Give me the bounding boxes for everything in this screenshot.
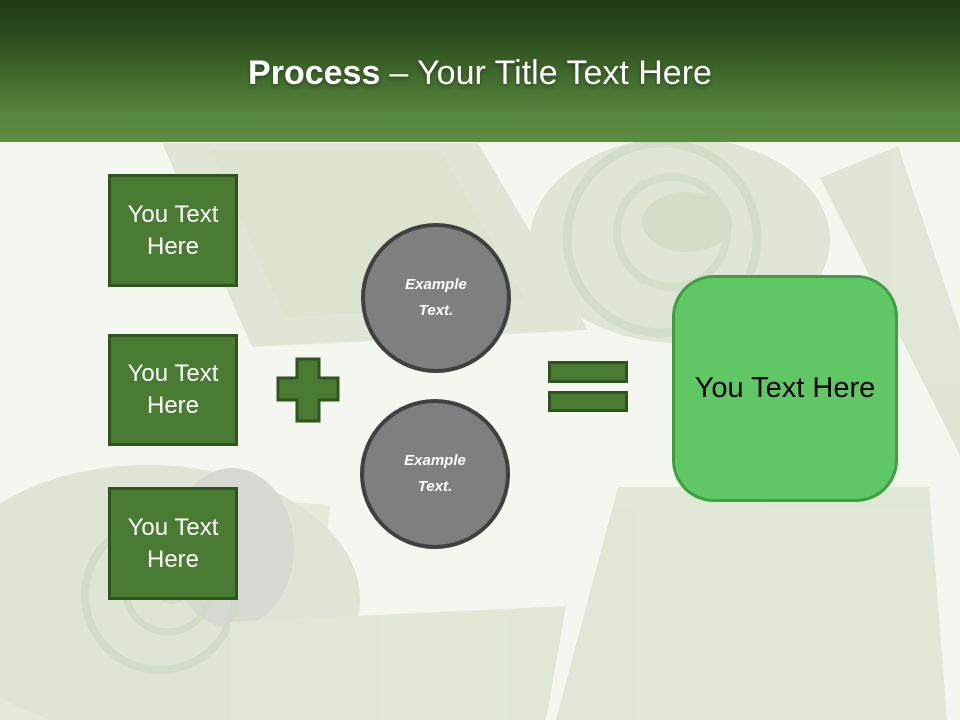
input-box-2-label: You Text Here bbox=[127, 360, 219, 419]
example-circle-1-label: Example Text. bbox=[405, 275, 467, 319]
input-box-1-label: You Text Here bbox=[127, 200, 219, 260]
input-box-3-label: You Text Here bbox=[127, 513, 219, 573]
page-title-emphasis: Process bbox=[248, 53, 381, 92]
equals-bottom-bar bbox=[548, 391, 628, 412]
turf-path-bottom-right bbox=[556, 487, 947, 720]
result-box-label: You Text Here bbox=[694, 372, 876, 404]
input-box-3: You Text Here bbox=[108, 487, 238, 600]
example-circle-2: Example Text. bbox=[360, 399, 510, 549]
title-bar: Process– Your Title Text Here bbox=[0, 0, 960, 142]
input-box-1: You Text Here bbox=[108, 174, 238, 287]
input-box-2: You Text Here bbox=[108, 334, 238, 446]
example-circle-1: Example Text. bbox=[361, 223, 511, 373]
result-box: You Text Here bbox=[672, 275, 898, 502]
page-title: Process– Your Title Text Here bbox=[248, 50, 712, 93]
plus-icon bbox=[276, 357, 340, 423]
equals-top-bar bbox=[548, 361, 628, 383]
example-circle-2-label: Example Text. bbox=[404, 451, 466, 495]
turf-band-bottom-center bbox=[230, 606, 566, 720]
page-title-subtitle: – Your Title Text Here bbox=[389, 53, 712, 92]
